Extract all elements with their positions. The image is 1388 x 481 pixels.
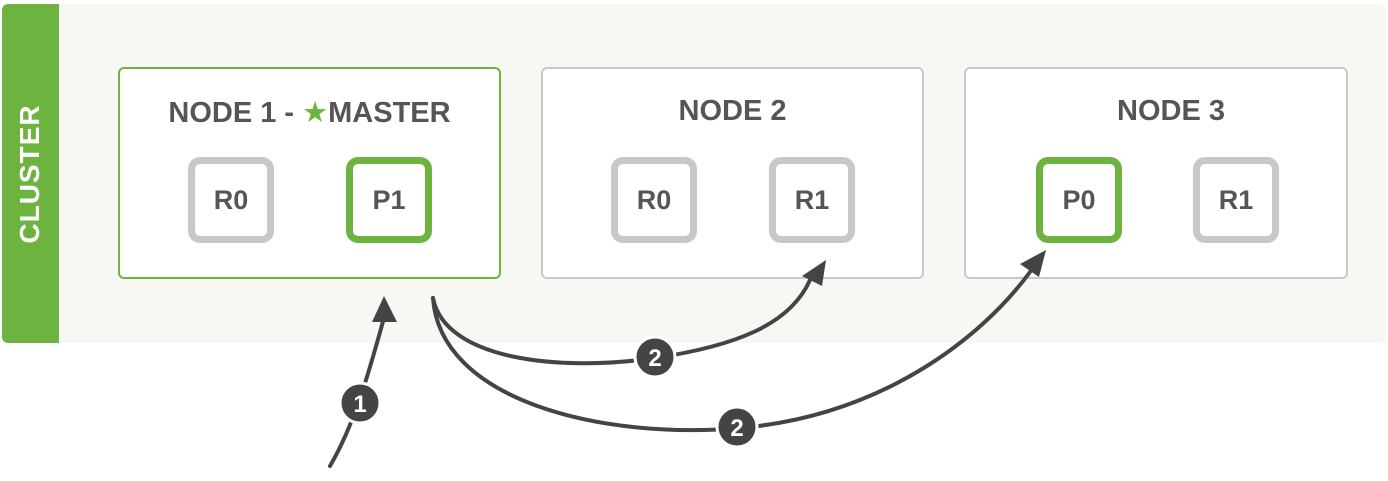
step-badge-label: 2 bbox=[648, 345, 661, 372]
shard-replica-r1: R1 bbox=[769, 157, 855, 243]
step-badge-label: 2 bbox=[730, 415, 743, 442]
node-1-title: NODE 1 - ★MASTER bbox=[120, 95, 499, 130]
step-badge-1: 1 bbox=[338, 381, 382, 425]
node-3: NODE 3 P0 R1 bbox=[964, 67, 1348, 279]
shard-primary-p1: P1 bbox=[346, 157, 432, 243]
node-2-title: NODE 2 bbox=[678, 95, 787, 127]
shard-replica-r0: R0 bbox=[611, 157, 697, 243]
shard-primary-p0: P0 bbox=[1036, 157, 1122, 243]
node-1: NODE 1 - ★MASTER R0 P1 bbox=[118, 67, 501, 279]
step-badge-label: 1 bbox=[353, 391, 366, 418]
cluster-bar bbox=[2, 4, 59, 343]
step-badge-2-node-3: 2 bbox=[715, 405, 759, 449]
node-3-title: NODE 3 bbox=[1117, 95, 1225, 127]
node-1-title-prefix: NODE 1 - bbox=[168, 97, 303, 129]
node-2: NODE 2 R0 R1 bbox=[541, 67, 924, 279]
step-badge-2-node-2: 2 bbox=[633, 335, 677, 379]
node-1-title-suffix: MASTER bbox=[328, 97, 451, 129]
arrow-step-2-node-2 bbox=[431, 278, 812, 366]
shard-replica-r1: R1 bbox=[1193, 157, 1279, 243]
arrowhead-icon bbox=[372, 296, 397, 322]
star-icon: ★ bbox=[302, 97, 329, 129]
shard-replica-r0: R0 bbox=[188, 157, 274, 243]
arrowhead-icon bbox=[802, 260, 826, 286]
arrowhead-icon bbox=[1020, 250, 1046, 277]
